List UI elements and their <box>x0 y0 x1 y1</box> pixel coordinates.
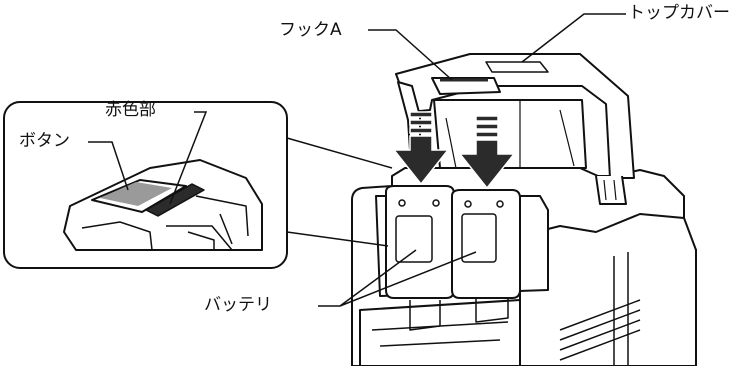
button-label: ボタン <box>19 131 70 151</box>
down-arrow-icon <box>392 111 450 186</box>
red-part-label: 赤色部 <box>105 100 156 120</box>
battery-pack-left <box>385 185 455 299</box>
leader-lines <box>88 13 626 307</box>
battery-pack-right <box>451 189 521 299</box>
detail-inset <box>3 101 393 269</box>
top-cover-label: トップカバー <box>628 3 730 23</box>
hook-a-label: フックA <box>279 20 342 40</box>
down-arrow-icon <box>458 115 516 190</box>
battery-label: バッテリ <box>204 295 272 315</box>
